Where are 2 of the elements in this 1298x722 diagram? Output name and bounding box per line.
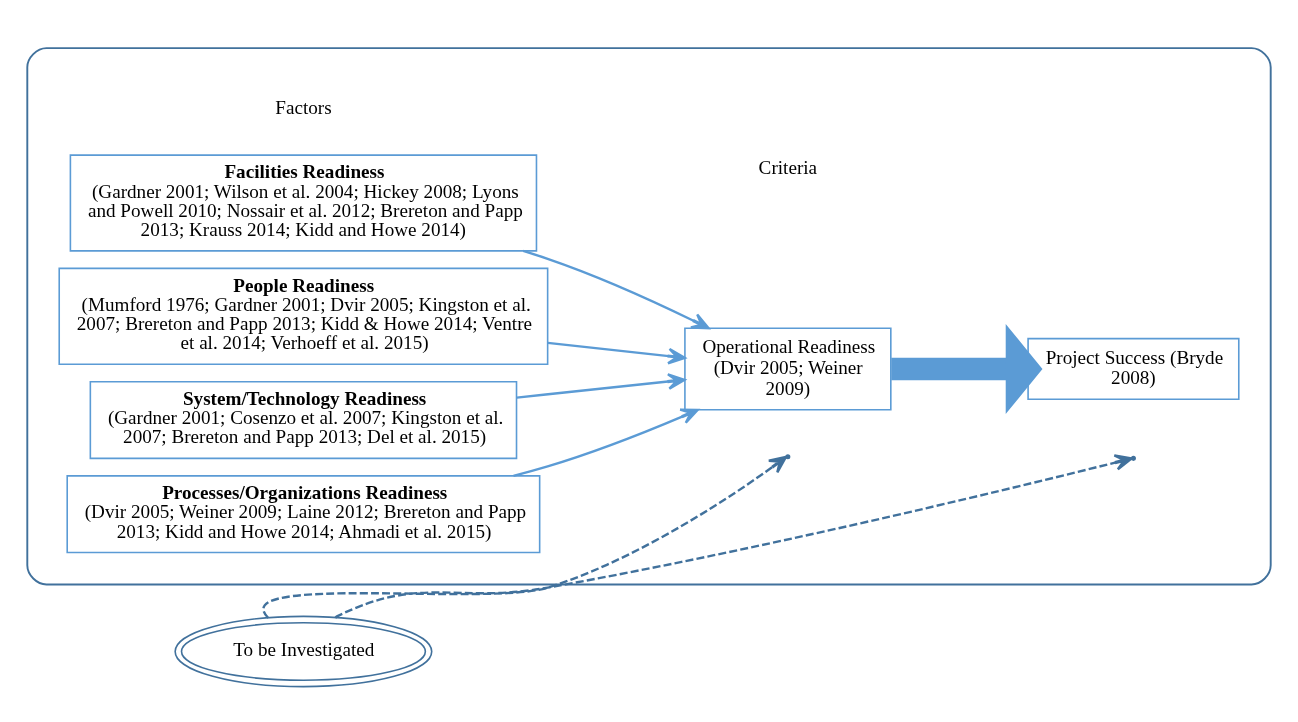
label: Factors [275, 96, 332, 118]
label: Criteria [758, 157, 818, 179]
